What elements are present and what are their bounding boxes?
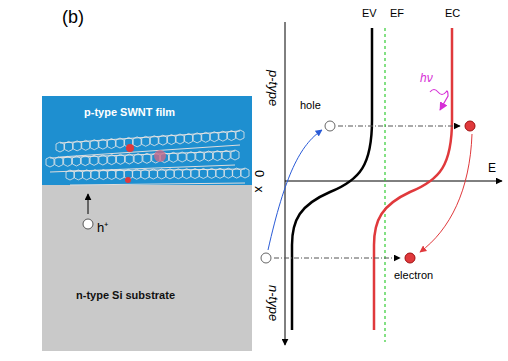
layer-label: n-type Si substrate [76,289,175,301]
electron-dot [405,253,415,263]
excitation-arrow [274,258,400,259]
hole-symbol: h⁺ [97,221,108,234]
hole-dot [325,121,335,131]
electron-dot [465,121,475,131]
region-label: p-type [267,70,280,106]
excitation-arrow [338,126,460,127]
axis-label: E [488,162,496,174]
conduction-band [374,28,452,330]
swnt-film-layer: p-type SWNT film [42,96,252,185]
electron-drift-arrow [420,134,472,252]
region-label: n-type [267,285,280,321]
silicon-substrate: n-type Si substrate [42,185,252,351]
fermi-level [384,28,385,342]
hole-dot [261,253,271,263]
x-axis [285,22,286,345]
band-label: EV [362,8,377,19]
hole-drift-arrow [268,130,322,250]
photon-arrow [430,90,448,111]
carrier-label: electron [394,270,433,281]
energy-axis [285,181,502,182]
carrier-label: hole [300,100,321,111]
panel-letter: (b) [62,8,84,26]
axis-label: x [253,186,266,193]
valence-band [292,28,372,330]
band-label: EF [390,8,404,19]
axis-label: 0 [253,170,266,177]
band-label: EC [445,8,460,19]
photon-label: hν [420,72,433,84]
layer-label: p-type SWNT film [84,106,175,118]
